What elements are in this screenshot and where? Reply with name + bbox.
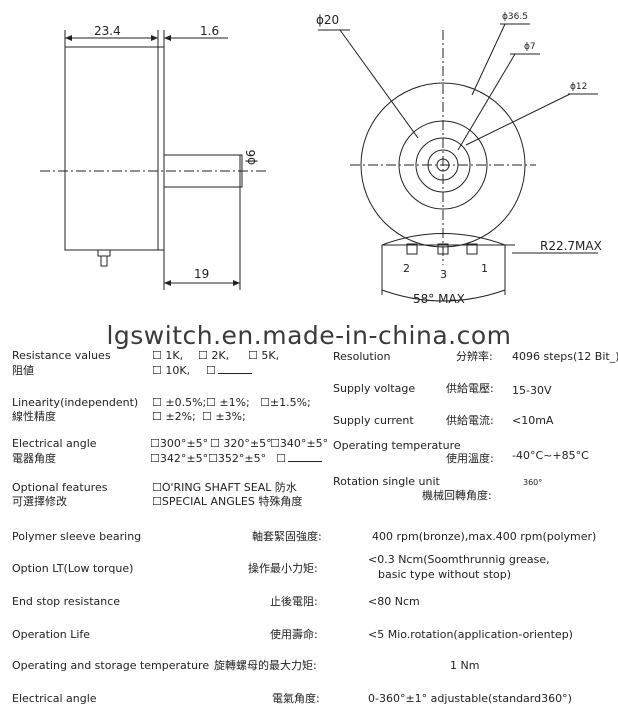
option-checkbox[interactable]: ☐ 320°±5° xyxy=(210,437,272,450)
spec-label-zh: 操作最小力矩: xyxy=(248,562,318,575)
spec-label-zh: 使用溫度: xyxy=(446,452,494,465)
spec-label-en: Option LT(Low torque) xyxy=(12,562,134,575)
spec-label-zh: 阻値 xyxy=(12,364,34,377)
dim-d7: ϕ7 xyxy=(524,42,536,52)
blank-field[interactable] xyxy=(217,364,252,374)
spec-label-en: Operation Life xyxy=(12,628,91,641)
option-checkbox[interactable]: ☐ 5K, xyxy=(248,349,280,362)
option-checkbox[interactable]: ☐ xyxy=(276,452,322,465)
option-checkbox[interactable]: ☐352°±5° xyxy=(208,452,267,465)
spec-value: 1 Nm xyxy=(450,659,480,672)
spec-label-en: Polymer sleeve bearing xyxy=(12,530,142,543)
spec-label-en: Resistance values xyxy=(12,349,111,362)
dim-d12: ϕ12 xyxy=(570,82,588,92)
spec-label-en: Supply current xyxy=(333,414,414,427)
option-checkbox[interactable]: ☐ 10K, xyxy=(152,364,191,377)
option-checkbox[interactable]: ☐340°±5° xyxy=(270,437,329,450)
dim-radius: R22.7MAX xyxy=(540,239,602,253)
spec-label-zh: 供給電壓: xyxy=(446,382,494,395)
spec-value: 400 rpm(bronze),max.400 rpm(polymer) xyxy=(372,530,597,543)
option-checkbox[interactable]: ☐ xyxy=(206,364,252,377)
spec-label-zh: 可選擇修改 xyxy=(12,495,67,508)
spec-value: 4096 steps(12 Bit_) xyxy=(512,350,618,363)
spec-label-zh: 分辨率: xyxy=(456,350,493,363)
dim-shaft-length: 19 xyxy=(194,267,210,281)
spec-label-en: Electrical angle xyxy=(12,692,97,705)
spec-label-zh: 線性精度 xyxy=(12,410,56,423)
spec-label-zh: 旋轉螺母的最大力矩: xyxy=(214,659,317,672)
spec-label-zh: 止後電阻: xyxy=(270,595,318,608)
option-checkbox[interactable]: ☐ ±3%; xyxy=(202,410,246,423)
spec-label-en: Operating and storage temperature xyxy=(12,659,210,672)
spec-label-zh: 電氣角度: xyxy=(272,692,320,705)
spec-value-cont: basic type without stop) xyxy=(378,568,512,581)
encoder-body-side xyxy=(64,46,159,251)
watermark: lgswitch.en.made-in-china.com xyxy=(106,321,512,350)
option-checkbox[interactable]: ☐ 1K, xyxy=(152,349,184,362)
option-checkbox[interactable]: ☐ ±1%; xyxy=(206,396,250,409)
spec-label-zh: 機械回轉角度: xyxy=(422,489,492,502)
option-checkbox[interactable]: ☐300°±5° xyxy=(150,437,209,450)
spec-label-zh: 使用壽命: xyxy=(270,628,318,641)
spec-label-en: End stop resistance xyxy=(12,595,121,608)
option-checkbox[interactable]: ☐SPECIAL ANGLES 特殊角度 xyxy=(152,495,303,508)
terminal-label: 2 xyxy=(403,262,410,275)
spec-label-en: Operating temperature xyxy=(333,439,461,452)
blank-field[interactable] xyxy=(287,452,322,462)
spec-label-en: Linearity(independent) xyxy=(12,396,139,409)
spec-label-zh: 電器角度 xyxy=(12,452,56,465)
dim-d36-5: ϕ36.5 xyxy=(502,12,528,22)
spec-value: <5 Mio.rotation(application-orientep) xyxy=(368,628,573,641)
terminal-label: 1 xyxy=(481,262,488,275)
spec-value: -40°C~+85°C xyxy=(512,449,589,462)
spec-value: 0-360°±1° adjustable(standard360°) xyxy=(368,692,572,705)
dim-angle: 58° MAX xyxy=(413,292,465,306)
spec-label-en: Rotation single unit xyxy=(333,475,440,488)
spec-value: <10mA xyxy=(512,414,554,427)
spec-label-en: Electrical angle xyxy=(12,437,97,450)
spec-label-en: Optional features xyxy=(12,481,108,494)
flange-side xyxy=(157,46,165,251)
spec-label-zh: 軸套緊固強度: xyxy=(252,530,322,543)
option-checkbox[interactable]: ☐ ±0.5%; xyxy=(152,396,207,409)
terminal-label: 3 xyxy=(440,268,447,281)
dim-d20: ϕ20 xyxy=(316,13,340,27)
option-checkbox[interactable]: ☐±1.5%; xyxy=(260,396,311,409)
option-checkbox[interactable]: ☐O'RING SHAFT SEAL 防水 xyxy=(152,481,297,494)
option-checkbox[interactable]: ☐ ±2%; xyxy=(152,410,196,423)
dim-shaft-diameter: ϕ6 xyxy=(244,149,258,165)
spec-label-en: Resolution xyxy=(333,350,391,363)
option-checkbox-mark: ☐ xyxy=(276,452,286,465)
option-checkbox[interactable]: ☐ 2K, xyxy=(198,349,230,362)
dim-length: 23.4 xyxy=(94,24,121,38)
option-checkbox-mark: ☐ xyxy=(206,364,216,377)
spec-value: 15-30V xyxy=(512,384,552,397)
spec-value: 360° xyxy=(523,478,543,487)
spec-label-zh: 供給電流: xyxy=(446,414,494,427)
option-checkbox[interactable]: ☐342°±5° xyxy=(150,452,209,465)
spec-label-en: Supply voltage xyxy=(333,382,416,395)
dim-flange: 1.6 xyxy=(200,24,220,38)
spec-value: <80 Ncm xyxy=(368,595,420,608)
technical-drawing xyxy=(40,23,598,302)
spec-value: <0.3 Ncm(Soomthrunnig grease, xyxy=(368,553,550,566)
